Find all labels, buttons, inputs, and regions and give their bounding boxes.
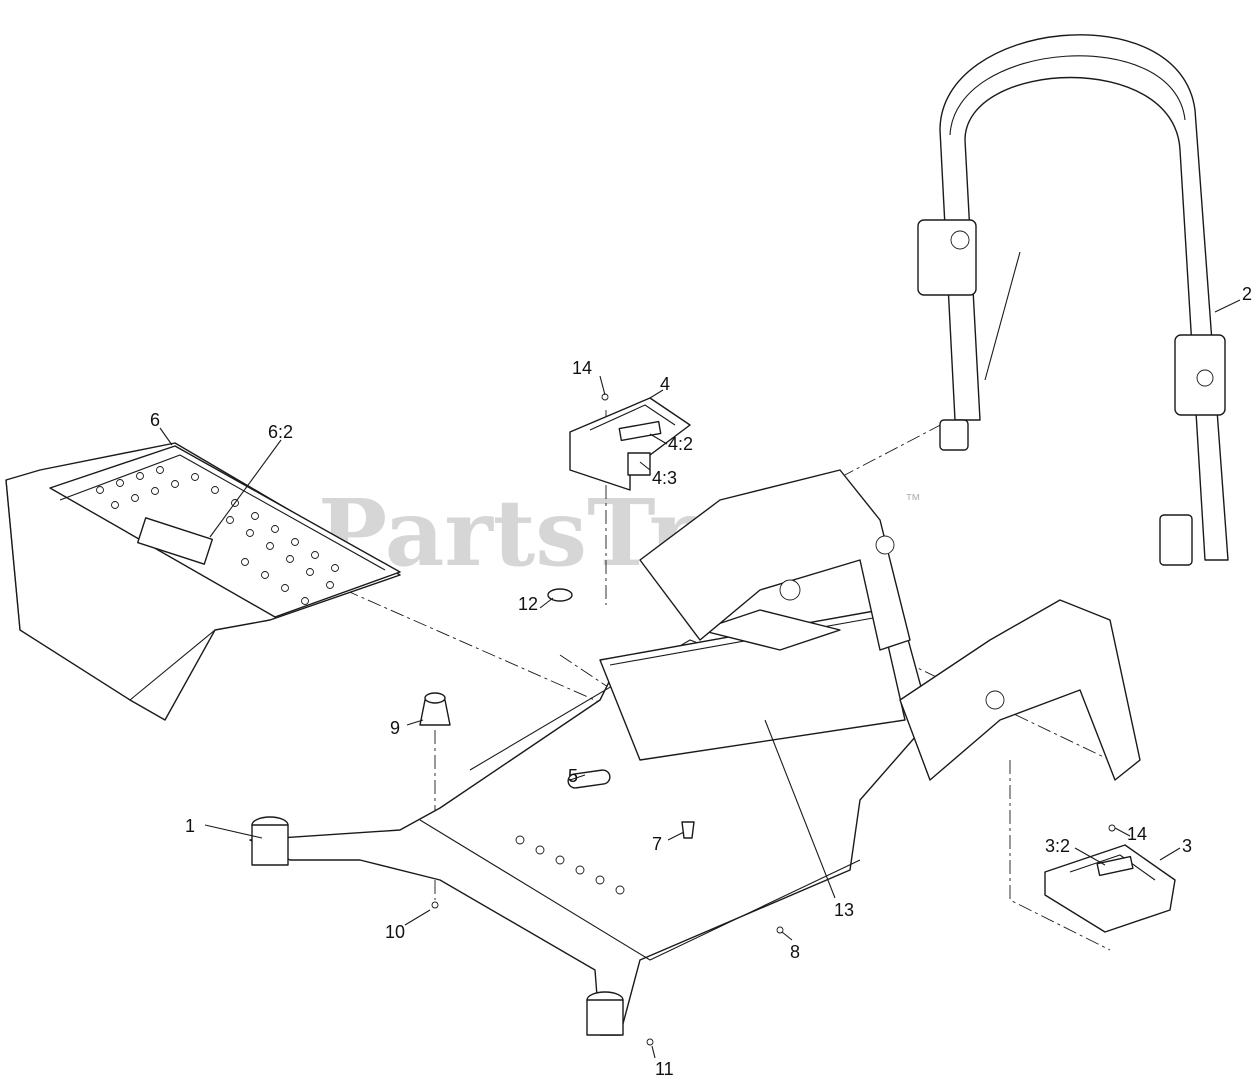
- leader-lines: [159, 299, 1241, 1059]
- floor-plate-part-6: [5, 442, 401, 721]
- assembly-line-seat-plate: [344, 589, 641, 721]
- callout-10: 10: [385, 922, 405, 942]
- frame-right-rear-rail: [899, 599, 1141, 781]
- grommet-part-5: [567, 769, 611, 789]
- callout-8: 8: [790, 942, 800, 962]
- callout-14b: 14: [1127, 824, 1147, 844]
- roll-bar-part-2: [917, 34, 1229, 566]
- callout-3: 3: [1182, 836, 1192, 856]
- roll-bar-left-pivot: [917, 219, 977, 296]
- callout-1: 1: [185, 816, 195, 836]
- hardware: [419, 588, 784, 1046]
- plug-part-12: [547, 588, 573, 602]
- nut-part-10: [431, 901, 439, 909]
- callout-11: 11: [655, 1059, 674, 1079]
- bumper-part-9: [419, 699, 451, 726]
- callout-6: 6: [150, 410, 160, 430]
- nut-part-11: [646, 1038, 654, 1046]
- callout-12: 12: [518, 594, 538, 614]
- callout-4-3: 4:3: [652, 468, 677, 488]
- callout-7: 7: [652, 834, 662, 854]
- assembly-line-roll-bar: [729, 419, 951, 536]
- callout-14a: 14: [572, 358, 592, 378]
- callout-4-2: 4:2: [668, 434, 693, 454]
- callout-6-2: 6:2: [268, 422, 293, 442]
- callout-13: 13: [834, 900, 854, 920]
- callout-4: 4: [660, 374, 670, 394]
- callout-3-2: 3:2: [1045, 836, 1070, 856]
- callout-5: 5: [568, 766, 578, 786]
- watermark-trademark: ™: [905, 492, 921, 509]
- floor-plate-decal: [136, 517, 214, 565]
- nut-part-8: [776, 926, 784, 934]
- callout-2: 2: [1242, 284, 1252, 304]
- bumper-part-7: [681, 821, 695, 839]
- callout-9: 9: [390, 718, 400, 738]
- left-cover-part-4: [569, 393, 691, 491]
- callouts: 1 2 3 3:2 4 4:2 4:3 5 6 6:2 7 8 9 10 11 …: [150, 284, 1252, 1079]
- frame-left-rear-rail: [639, 469, 911, 651]
- main-frame-part-1: [249, 469, 1141, 1036]
